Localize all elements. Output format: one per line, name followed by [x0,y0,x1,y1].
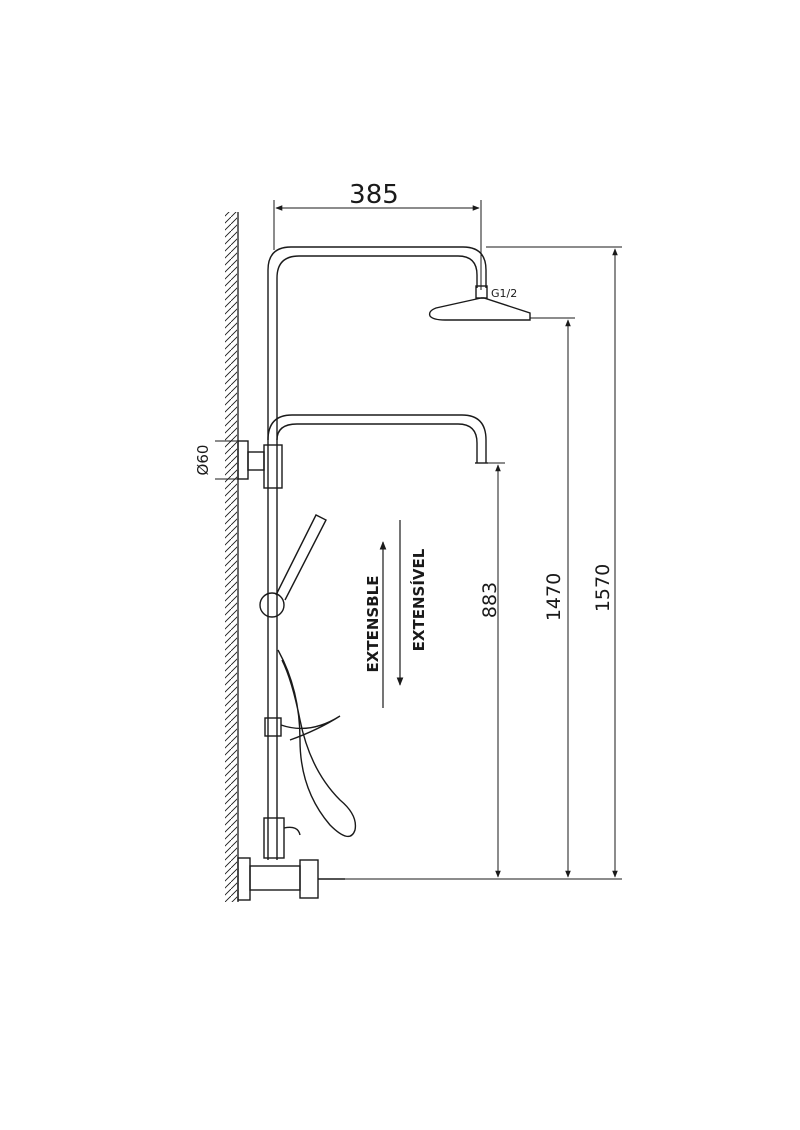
bracket-collar [263,444,283,489]
height-1570-label: 1570 [592,564,614,612]
diameter-label: Ø60 [194,445,212,476]
hose-clip [264,717,282,737]
valve-handle [299,859,319,899]
shower-hose [277,649,357,838]
spout-arm-inner [276,423,478,463]
upper-arm [267,246,487,288]
width-dimension [273,200,482,290]
height-883-label: 883 [479,582,501,618]
hand-shower-holder-knob [259,592,285,618]
inlet-valve-body [249,865,301,891]
wall-bracket-flange [237,440,249,480]
extensible-label-pt: EXTENSÍVEL [409,548,428,651]
spout-arm [267,414,487,463]
diameter-dimension [215,440,238,480]
extensible-indicator [379,520,404,708]
hose-hook [280,715,341,741]
diverter-lever [283,826,301,836]
diverter-body [263,817,285,859]
shower-fixture [237,246,531,901]
thread-label: G1/2 [491,287,517,300]
extensible-label-es: EXTENSBLE [364,576,382,673]
wall-bracket-body [247,451,265,471]
rain-shower-head [428,297,531,321]
wall-hatching [225,212,237,902]
upper-arm-inner [276,255,478,288]
height-dimensions [345,246,622,880]
wall [225,212,239,902]
hand-shower [275,514,327,601]
inlet-flange [237,857,251,901]
width-label: 385 [349,180,399,210]
height-1470-label: 1470 [543,573,565,621]
